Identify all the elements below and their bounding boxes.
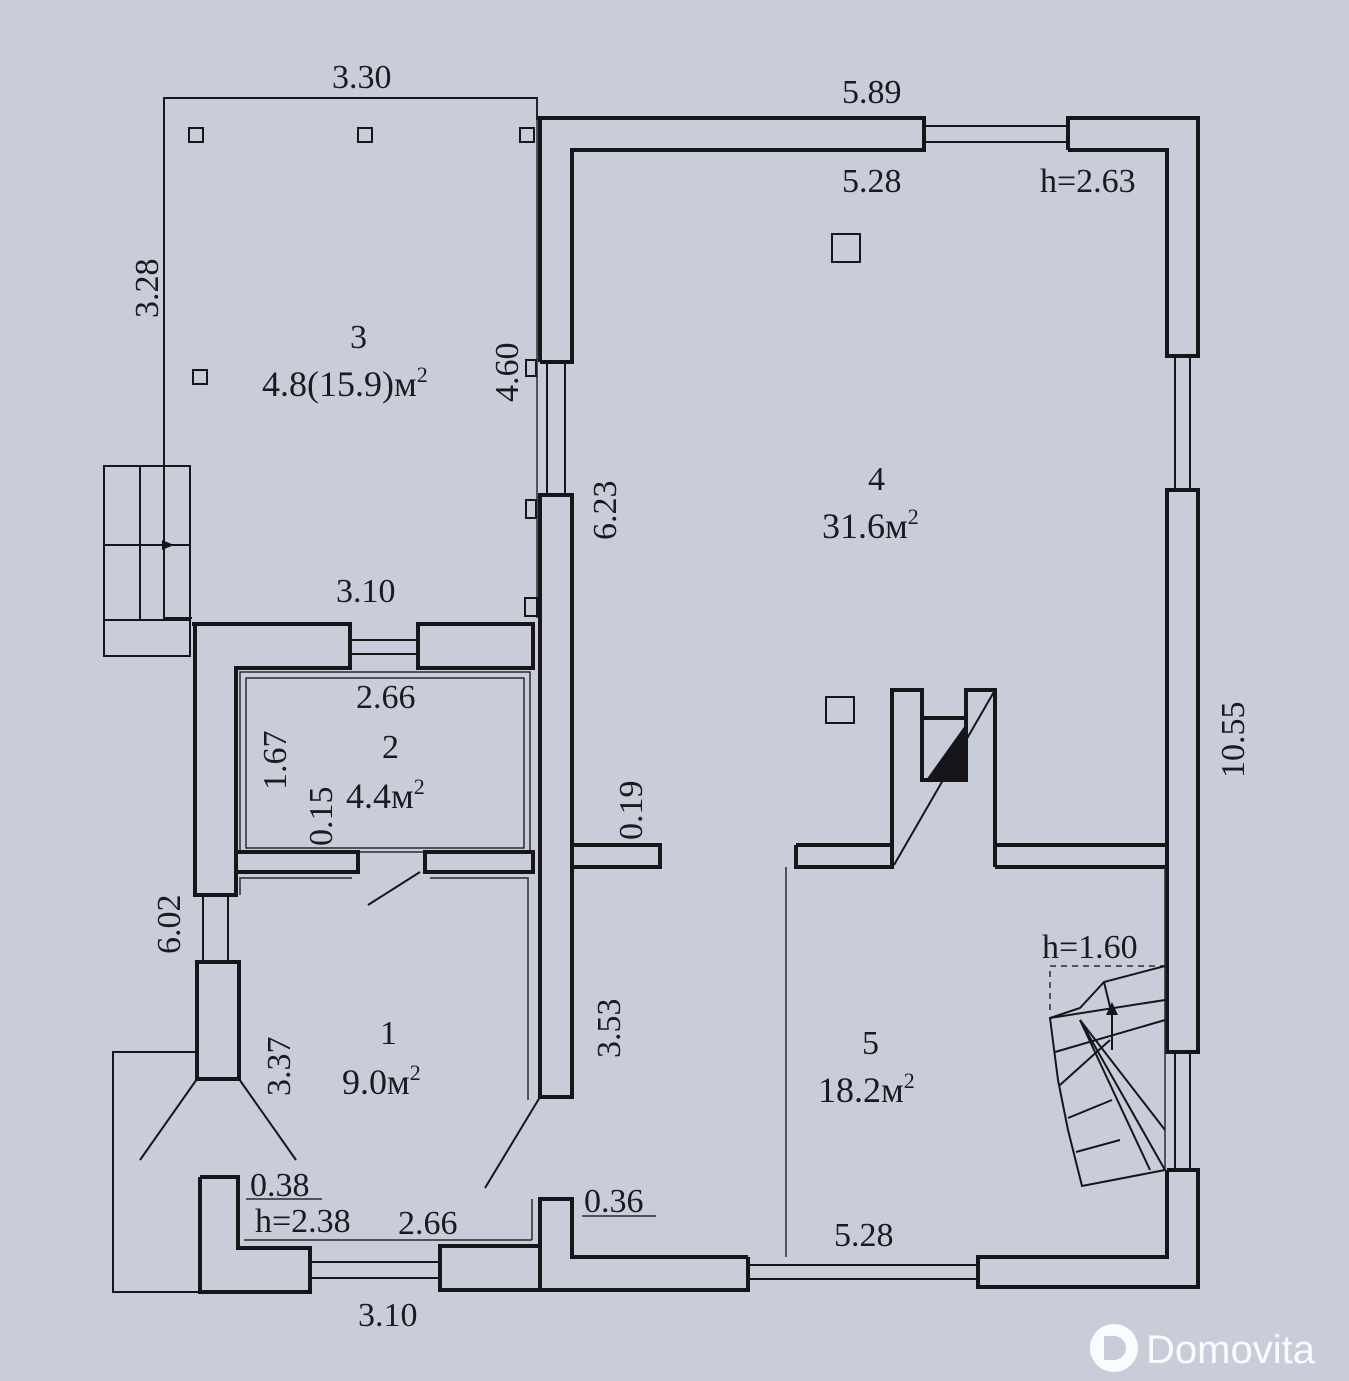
dim-room1-height: 3.37 (261, 1037, 298, 1097)
dim-wall-thickness-mid: 0.36 (584, 1183, 644, 1220)
room-3-number: 3 (350, 319, 367, 356)
dim-ceiling-height-main: h=2.63 (1040, 163, 1136, 200)
dim-left-outer-height: 6.02 (151, 895, 188, 955)
dim-right-outer-height: 10.55 (1215, 702, 1252, 779)
dim-bottom-outer-width: 3.10 (358, 1297, 418, 1334)
room-2-number: 2 (382, 729, 399, 766)
room-5-area: 18.2м2 (818, 1068, 915, 1110)
watermark: Domovita (1090, 1324, 1316, 1372)
room-4-number: 4 (868, 461, 885, 498)
dim-terrace-right-height: 4.60 (489, 343, 526, 403)
terrace-outline (163, 97, 538, 619)
dim-room2-width: 2.66 (356, 679, 416, 716)
dim-terrace-left-height: 3.28 (129, 259, 166, 319)
dim-terrace-top-width: 3.30 (332, 59, 392, 96)
room-3-area: 4.8(15.9)м2 (262, 362, 428, 404)
dim-partition-thin: 0.15 (303, 787, 340, 847)
dim-top-outer-width: 5.89 (842, 74, 902, 111)
dim-terrace-bottom-width: 3.10 (336, 573, 396, 610)
room-2-area: 4.4м2 (346, 774, 425, 816)
dim-bottom-inner-width: 5.28 (834, 1217, 894, 1254)
central-partition (538, 362, 574, 1099)
room-labels: 3 4.8(15.9)м2 4 31.6м2 2 4.4м2 1 9.0м2 5… (262, 319, 919, 1110)
dim-room1-width: 2.66 (398, 1205, 458, 1242)
outer-walls (537, 116, 1200, 1292)
dim-top-inner-width: 5.28 (842, 163, 902, 200)
entrance-steps (103, 465, 191, 657)
dimension-labels: 3.30 5.89 5.28 h=2.63 3.28 4.60 6.23 3.1… (129, 59, 1252, 1334)
dim-partition-stub: 0.19 (613, 781, 650, 841)
room-1-area: 9.0м2 (342, 1060, 421, 1102)
room-4-area: 31.6м2 (822, 504, 919, 546)
rooms-1-2-walls (112, 622, 542, 1294)
dim-stair-height: h=1.60 (1042, 929, 1138, 966)
dim-wall-thickness-left: 0.38 (250, 1167, 310, 1204)
dim-partition-height: 6.23 (587, 481, 624, 541)
room-5-number: 5 (862, 1025, 879, 1062)
dim-room2-height: 1.67 (257, 731, 294, 791)
column-room-4 (831, 233, 861, 263)
dim-corridor-height: 3.53 (591, 999, 628, 1059)
staircase (1048, 965, 1166, 1188)
watermark-text: Domovita (1146, 1328, 1316, 1372)
stove (825, 688, 997, 867)
room-1-number: 1 (380, 1015, 397, 1052)
dim-ceiling-height-room1: h=2.38 (255, 1203, 351, 1240)
domovita-logo-icon (1090, 1324, 1138, 1372)
